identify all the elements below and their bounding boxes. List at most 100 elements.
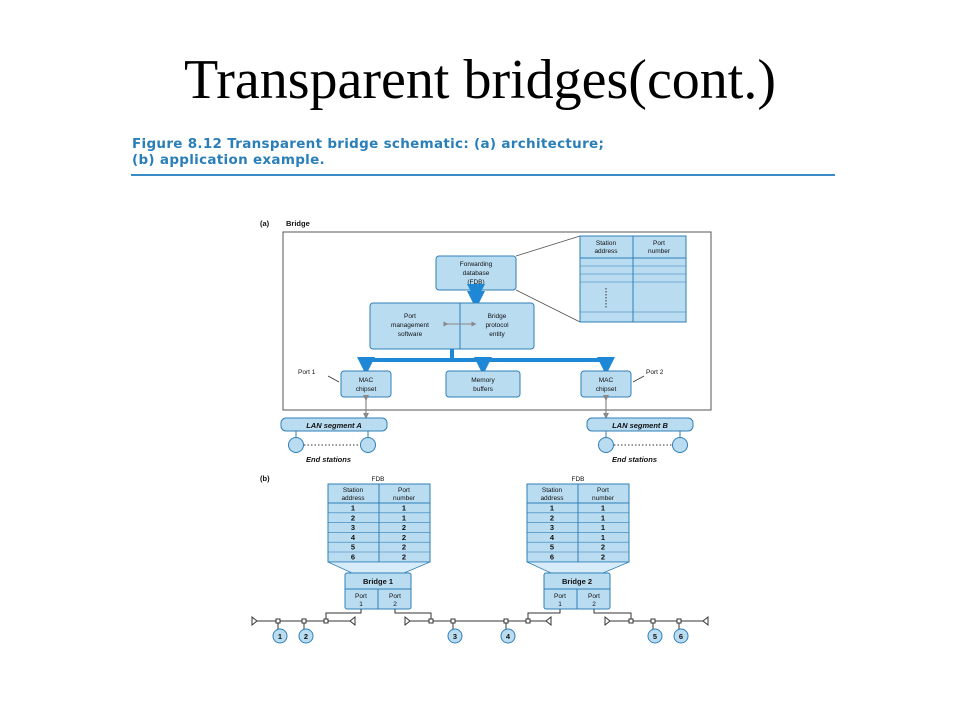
- caption-line-1: Figure 8.12 Transparent bridge schematic…: [132, 136, 605, 152]
- mac-right-line: MAC: [599, 377, 614, 384]
- fdb-box-line: Forwarding: [460, 261, 493, 268]
- b1-port: 1: [359, 601, 363, 608]
- fdb-port-cell: 2: [402, 553, 406, 562]
- bridge1-funnel: [327, 561, 431, 574]
- fdb-station-cell: 4: [550, 533, 555, 542]
- fdb-port-cell: 2: [402, 543, 406, 552]
- b2-port: Port: [554, 593, 566, 600]
- b1-header: number: [393, 495, 416, 502]
- lan-b-label: LAN segment B: [612, 421, 668, 430]
- b2-port: 1: [558, 601, 562, 608]
- lan-segments-b: [251, 615, 709, 627]
- fdb-station-cell: 3: [550, 523, 554, 532]
- zoom-line: [515, 235, 581, 257]
- table-a-header: address: [594, 248, 618, 255]
- b2-header: address: [540, 495, 564, 502]
- end-stations-right-label: End stations: [612, 455, 657, 464]
- fdb-station-cell: 6: [550, 553, 554, 562]
- fdb-port-cell: 1: [402, 504, 406, 513]
- slide-title: Transparent bridges(cont.): [183, 49, 777, 111]
- figure-caption: Figure 8.12 Transparent bridge schematic…: [132, 136, 832, 168]
- bridge2-label: Bridge 2: [562, 577, 592, 586]
- lan-segment-b: [586, 417, 694, 432]
- station-node: [647, 628, 663, 644]
- port-mgmt-line: software: [398, 331, 423, 338]
- fdb-port-cell: 1: [402, 513, 406, 522]
- bus-arrows: [357, 349, 615, 375]
- b2-port: Port: [588, 593, 600, 600]
- mac-chipset-right: [580, 370, 632, 398]
- table-a-header: number: [648, 248, 671, 255]
- fdb-port-cell: 2: [601, 553, 605, 562]
- lan-a-label: LAN segment A: [306, 421, 362, 430]
- fdb-station-cell: 2: [550, 513, 554, 522]
- bridge1-fdb-label: FDB: [372, 476, 385, 483]
- fdb-station-cell: 1: [351, 504, 355, 513]
- part-a-heading: Bridge: [286, 219, 310, 228]
- station-node: [447, 628, 463, 644]
- part-a-tag: (a): [260, 219, 270, 228]
- caption-rule: [131, 174, 835, 176]
- table-a-header: Station: [596, 240, 617, 247]
- fdb-box-line: (FDB): [467, 279, 484, 286]
- b1-header: Port: [398, 487, 410, 494]
- table-a-header: Port: [653, 240, 665, 247]
- b1-header: Station: [343, 487, 364, 494]
- port-mgmt-line: management: [391, 322, 429, 329]
- port-1-pointer: [327, 375, 340, 383]
- bridge2-fdb-table: [526, 483, 630, 563]
- b2-header: Station: [542, 487, 563, 494]
- station-links: [277, 623, 680, 630]
- fdb-station-cell: 6: [351, 553, 355, 562]
- fdb-port-cell: 2: [601, 543, 605, 552]
- port-1-label: Port 1: [298, 369, 316, 376]
- mac-left-line: MAC: [359, 377, 374, 384]
- bridge-port-links: [325, 609, 632, 619]
- end-stations-left-label: End stations: [306, 455, 351, 464]
- fdb-port-cell: 1: [601, 533, 605, 542]
- zoom-line: [515, 289, 581, 323]
- port-2-label: Port 2: [646, 369, 664, 376]
- station-number: 4: [506, 632, 511, 641]
- mac-left-line: chipset: [356, 386, 377, 393]
- b2-header: Port: [597, 487, 609, 494]
- fdb-port-cell: 2: [402, 523, 406, 532]
- station-number: 3: [453, 632, 457, 641]
- bridge1-fdb-table: [327, 483, 431, 563]
- station-number: 2: [304, 632, 308, 641]
- b1-port: Port: [389, 593, 401, 600]
- bridge1-label: Bridge 1: [363, 577, 393, 586]
- fdb-station-cell: 1: [550, 504, 554, 513]
- b1-port: 2: [393, 601, 397, 608]
- fdb-station-cell: 3: [351, 523, 355, 532]
- station-number: 6: [679, 632, 683, 641]
- station-node: [298, 628, 314, 644]
- caption-line-2: (b) application example.: [132, 152, 325, 168]
- bridge-protocol-line: Bridge: [488, 313, 507, 320]
- fdb-station-cell: 4: [351, 533, 356, 542]
- fdb-port-cell: 1: [601, 523, 605, 532]
- station-node: [500, 628, 516, 644]
- end-stations-a: [288, 431, 376, 453]
- fdb-station-cell: 5: [550, 543, 554, 552]
- memory-line: Memory: [471, 377, 495, 384]
- fdb-table-a: [579, 235, 687, 323]
- fdb-station-cell: 5: [351, 543, 355, 552]
- memory-line: buffers: [473, 386, 494, 393]
- lan-segment-a: [280, 417, 388, 432]
- station-node: [272, 628, 288, 644]
- fdb-port-cell: 1: [601, 504, 605, 513]
- fdb-port-cell: 1: [601, 513, 605, 522]
- end-stations-b: [598, 431, 688, 453]
- bridge-protocol-line: entity: [489, 331, 505, 338]
- station-number: 5: [653, 632, 657, 641]
- fdb-box-line: database: [463, 270, 490, 277]
- b1-port: Port: [355, 593, 367, 600]
- port-2-pointer: [632, 375, 645, 383]
- mac-right-line: chipset: [596, 386, 617, 393]
- fdb-port-cell: 2: [402, 533, 406, 542]
- mac-chipset-left: [340, 370, 392, 398]
- bridge2-funnel: [526, 561, 630, 574]
- port-mgmt-line: Port: [404, 313, 416, 320]
